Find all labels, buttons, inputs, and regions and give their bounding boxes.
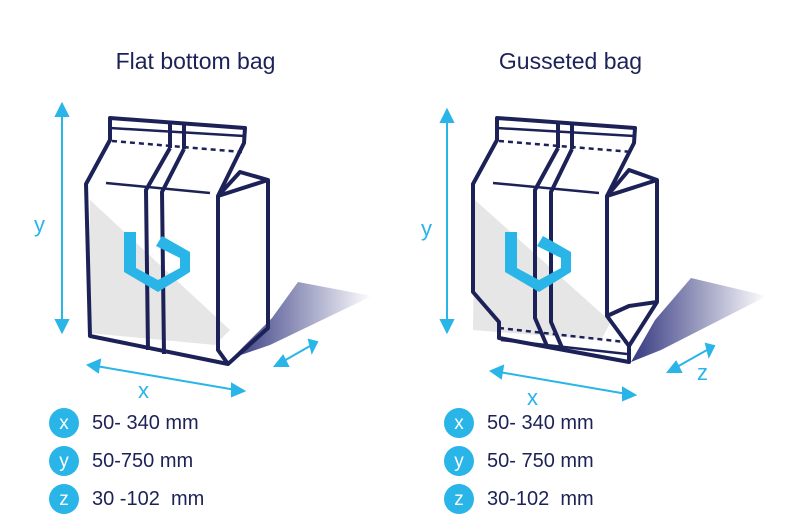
x-badge-icon: x	[49, 408, 79, 438]
top-seal-line	[109, 126, 245, 138]
flat-bottom-bag-panel: Flat bottom bag	[34, 48, 372, 514]
z-axis-label: z	[697, 360, 708, 385]
arrow-head-icon	[85, 358, 102, 374]
y-badge-icon: y	[444, 446, 474, 476]
spec-row-x: x 50- 340 mm	[444, 408, 594, 438]
logo-mark-icon	[124, 232, 190, 292]
center-seal-line	[144, 147, 172, 351]
spec-value-z: 30-102 mm	[487, 487, 594, 510]
gusseted-bag-title: Gusseted bag	[498, 48, 643, 74]
arrow-head-icon	[272, 354, 290, 367]
y-axis-label: y	[421, 216, 432, 241]
top-seal-line	[496, 126, 635, 138]
z-dimension-arrow	[674, 349, 708, 369]
spec-row-x: x 50- 340 mm	[49, 408, 199, 438]
y-axis-label: y	[34, 212, 45, 237]
x-dimension-arrow	[498, 371, 628, 395]
spec-value-x: 50- 340 mm	[92, 411, 199, 434]
bottom-seal-line	[498, 326, 626, 344]
spec-value-y: 50- 750 mm	[487, 449, 594, 472]
arrow-head-icon	[665, 360, 683, 373]
flat-bottom-bag-title: Flat bottom bag	[115, 48, 276, 74]
y-badge-icon: y	[49, 446, 79, 476]
bag-shadow	[232, 282, 372, 358]
arrow-head-icon	[54, 101, 70, 117]
tear-line	[111, 139, 243, 154]
logo-mark-icon	[505, 232, 571, 292]
arrow-head-icon	[54, 319, 70, 335]
arrow-head-icon	[439, 319, 455, 335]
front-panel-shade	[473, 200, 611, 340]
z-badge-icon: z	[49, 484, 79, 514]
bag-shadow	[631, 278, 767, 362]
fold-line	[492, 181, 600, 195]
bag-side-top	[605, 168, 658, 198]
center-seal-line	[160, 148, 186, 355]
center-seal-line	[533, 147, 560, 347]
bag-side-bottom	[606, 300, 658, 318]
bag-side-top	[216, 170, 269, 198]
bag-front-outline	[84, 116, 247, 366]
arrow-head-icon	[704, 342, 716, 359]
arrow-head-icon	[622, 386, 638, 402]
arrow-head-icon	[231, 382, 247, 398]
x-badge-icon: x	[444, 408, 474, 438]
bottom-fold-line	[500, 338, 628, 356]
tear-line	[498, 139, 633, 154]
flat-bottom-bag-illustration	[54, 101, 372, 398]
x-axis-label: x	[527, 385, 538, 410]
bag-front-outline	[471, 116, 637, 364]
spec-value-z: 30 -102 mm	[92, 487, 205, 510]
x-axis-label: x	[138, 378, 149, 403]
spec-row-y: y 50- 750 mm	[444, 446, 594, 476]
spec-value-x: 50- 340 mm	[487, 411, 594, 434]
z-badge-icon: z	[444, 484, 474, 514]
fold-line	[105, 181, 211, 195]
spec-row-y: y 50-750 mm	[49, 446, 193, 476]
x-dimension-arrow	[95, 365, 237, 391]
bag-side-outline	[606, 178, 659, 348]
center-seal-line	[549, 148, 574, 351]
arrow-head-icon	[439, 107, 455, 123]
arrow-head-icon	[488, 364, 505, 380]
front-panel-shade	[88, 200, 230, 345]
z-dimension-arrow	[281, 345, 311, 363]
gusseted-bag-panel: Gusseted bag	[395, 0, 790, 528]
gusseted-bag-illustration	[439, 107, 767, 402]
bag-side-outline	[217, 178, 270, 366]
arrow-head-icon	[307, 338, 319, 355]
spec-value-y: 50-750 mm	[92, 449, 194, 472]
spec-row-z: z 30-102 mm	[444, 484, 594, 514]
spec-row-z: z 30 -102 mm	[49, 484, 204, 514]
